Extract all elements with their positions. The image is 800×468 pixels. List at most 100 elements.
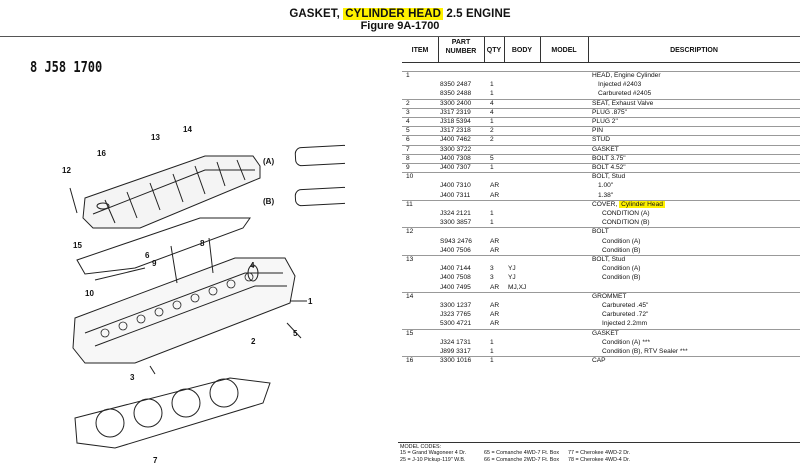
cell-body: YJ — [508, 274, 516, 282]
callout-14: 14 — [183, 125, 192, 134]
cell-body: YJ — [508, 265, 516, 273]
table-header-rule — [402, 62, 800, 63]
cell-qty: AR — [490, 191, 500, 199]
cell-part-number: 3300 3857 — [440, 219, 472, 227]
item-group-rule — [402, 328, 800, 330]
description-highlight: Cylinder Head — [619, 200, 665, 208]
model-code: 25 = J-10 Pickup-119" W.B. — [400, 457, 466, 463]
cell-qty: 3 — [490, 274, 494, 282]
exploded-diagram: 1 2 3 4 5 6 7 8 9 10 12 13 14 15 16 (A) … — [62, 125, 345, 465]
col-model: MODEL — [551, 47, 577, 54]
callout-1: 1 — [308, 297, 313, 306]
cell-part-number: 8350 2487 — [440, 81, 472, 89]
cell-description: Carbureted .72" — [602, 311, 649, 319]
model-code: 77 = Cherokee 4WD-2 Dr. — [568, 450, 631, 456]
head-gasket-drawing — [74, 377, 271, 449]
cell-part-number: 5300 4721 — [440, 320, 472, 328]
cell-description: Condition (B) — [602, 274, 641, 282]
cell-part-number: J324 2121 — [440, 210, 471, 217]
cell-qty: AR — [490, 237, 500, 245]
cell-item: 11 — [406, 200, 413, 208]
cell-part-number: J400 7144 — [440, 265, 471, 273]
item-group-rule — [402, 153, 800, 155]
cell-description: PLUG 2" — [592, 118, 618, 125]
cell-description: Injected #2403 — [598, 81, 642, 89]
cell-item: 1 — [406, 72, 410, 79]
cell-qty: 4 — [490, 99, 494, 107]
cell-part-number: 3300 2400 — [440, 99, 472, 107]
item-group-rule — [402, 98, 800, 100]
cell-description: CONDITION (A) — [602, 210, 650, 217]
cell-description: CONDITION (B) — [602, 219, 650, 227]
cell-part-number: J400 7506 — [440, 246, 471, 254]
cell-description: Injected 2.2mm — [602, 320, 648, 328]
callout-8: 8 — [200, 239, 205, 248]
cell-description: SEAT, Exhaust Valve — [592, 99, 654, 107]
cell-item: 4 — [406, 118, 410, 125]
cell-part-number: J400 7311 — [440, 191, 471, 199]
cell-qty: 3 — [490, 265, 494, 273]
cell-description: STUD — [592, 136, 610, 144]
cell-item: 6 — [406, 136, 410, 144]
cell-qty: 5 — [490, 154, 494, 162]
cell-part-number: J400 7495 — [440, 283, 471, 291]
cell-item: 7 — [406, 145, 410, 153]
col-part-number: PART NUMBER — [445, 39, 477, 55]
cell-qty: 2 — [490, 127, 494, 135]
cell-item: 5 — [406, 127, 410, 135]
col-divider — [540, 37, 541, 62]
detail-label-a: (A) — [263, 157, 274, 166]
callout-9: 9 — [152, 259, 157, 268]
cell-qty: 1 — [490, 348, 494, 355]
callout-6: 6 — [145, 251, 150, 260]
cell-qty: AR — [490, 283, 500, 291]
cell-part-number: J323 7765 — [440, 311, 471, 319]
cell-part-number: J400 7310 — [440, 182, 471, 190]
cell-qty: 1 — [490, 357, 494, 365]
cell-description: BOLT, Stud — [592, 256, 626, 263]
cell-description: Carbureted #2405 — [598, 90, 652, 98]
cell-part-number: J317 2318 — [440, 127, 471, 135]
cell-qty: 1 — [490, 81, 494, 89]
cell-description: Condition (A) *** — [602, 338, 651, 346]
item-group-rule — [402, 126, 800, 128]
cell-qty: 1 — [490, 164, 494, 171]
item-group-rule — [402, 71, 800, 72]
callout-10: 10 — [85, 289, 94, 298]
model-code: 15 = Grand Wagoneer 4 Dr. — [400, 450, 467, 456]
item-group-rule — [402, 117, 800, 118]
callout-3: 3 — [130, 373, 135, 382]
cell-description: PLUG .875" — [592, 108, 627, 116]
callout-16: 16 — [97, 149, 106, 158]
cell-part-number: S943 2476 — [440, 237, 472, 245]
cell-description: Condition (A) — [602, 237, 641, 245]
model-code: 66 = Comanche 2WD-7 Ft. Box — [484, 457, 560, 463]
cell-part-number: J318 5394 — [440, 118, 471, 125]
cell-part-number: J317 2319 — [440, 108, 471, 116]
callout-15: 15 — [73, 241, 82, 250]
callout-4: 4 — [250, 261, 255, 270]
cell-qty: 2 — [490, 136, 494, 144]
cell-description: Condition (B) — [602, 246, 641, 254]
model-code: 78 = Cherokee 4WD-4 Dr. — [568, 457, 631, 463]
